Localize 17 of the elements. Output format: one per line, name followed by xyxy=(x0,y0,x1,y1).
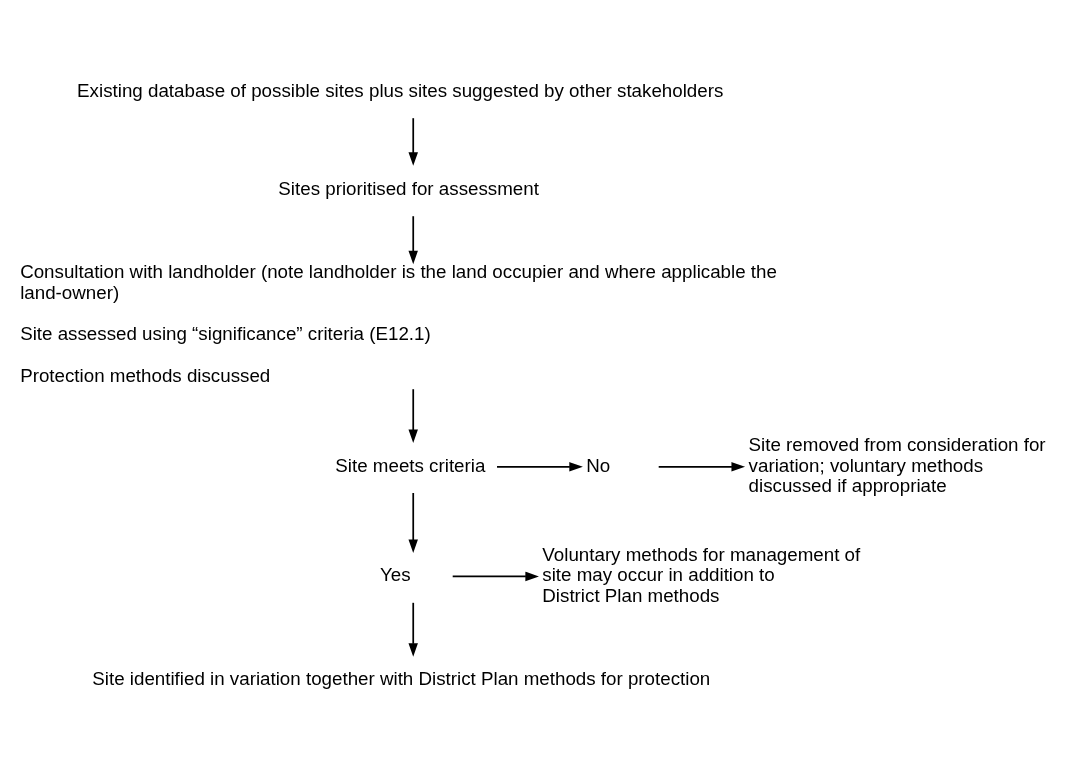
arrow xyxy=(496,462,583,472)
arrow xyxy=(408,117,418,166)
node-text: No xyxy=(586,454,611,476)
arrow xyxy=(408,601,418,657)
arrow xyxy=(657,462,746,472)
node-text: Yes xyxy=(380,564,411,586)
arrow xyxy=(408,492,418,553)
arrow xyxy=(451,571,539,582)
node-text: Voluntary methods for management of site may occur in addition to District Plan methods xyxy=(542,544,861,606)
arrow xyxy=(408,388,418,443)
arrow xyxy=(408,215,418,265)
node-text: Site removed from consideration for variation; voluntary methods discussed if appropriate xyxy=(748,434,1046,496)
node-text: Site meets criteria xyxy=(335,454,486,476)
node-text: Sites prioritised for assessment xyxy=(278,177,539,199)
node-text: Existing database of possible sites plus sites suggested by other stakeholders xyxy=(77,79,724,101)
node-text: Consultation with landholder (note landholder is the land occupier and where applicable the land-owner) Site assessed using “significance” criteria (E12.1) Protection methods discussed xyxy=(20,261,777,387)
node-text: Site identified in variation together with District Plan methods for protection xyxy=(92,668,711,690)
